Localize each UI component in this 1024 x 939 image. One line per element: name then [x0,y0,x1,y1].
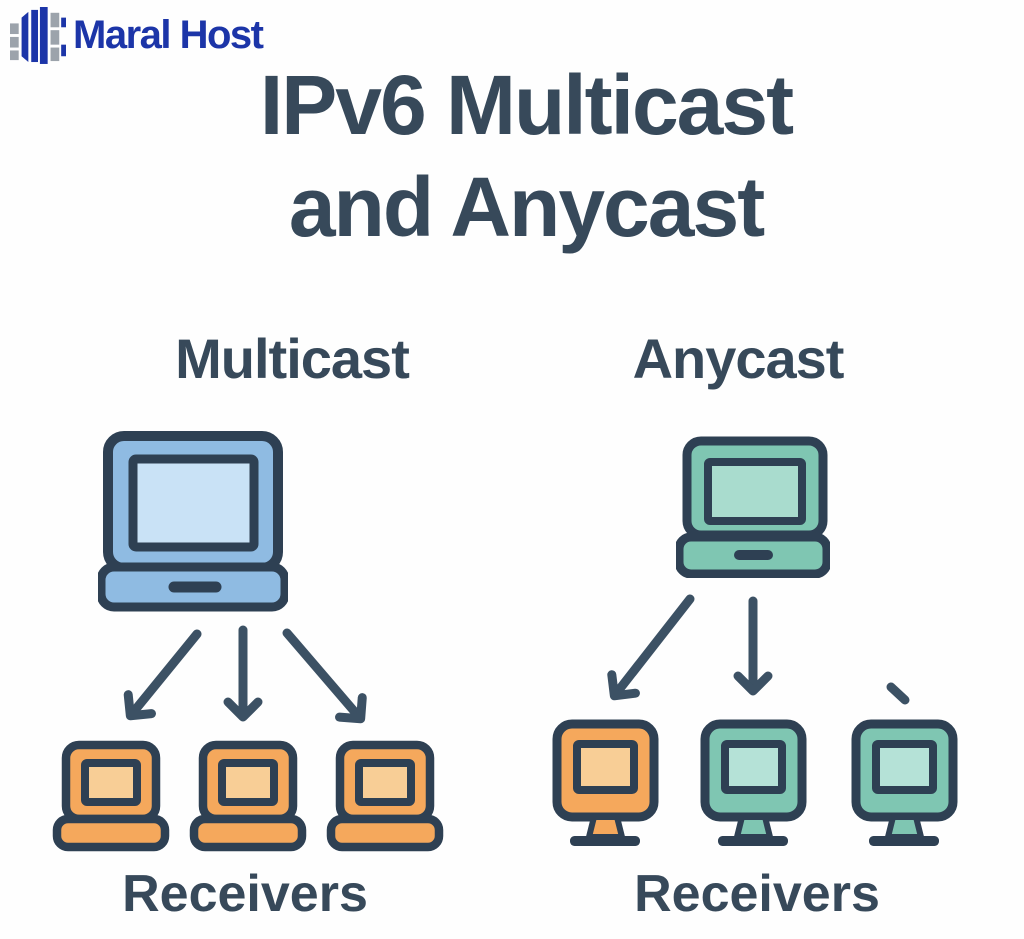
anycast-heading: Anycast [632,327,845,390]
title-line-1: IPv6 Multicast [259,58,794,152]
maral-host-building-icon [10,7,66,64]
brand-name: Maral Host [73,12,264,57]
multicast-receiver-laptop-icon-3 [326,740,444,852]
multicast-receiver-laptop-icon-2 [189,740,307,852]
multicast-heading: Multicast [175,327,410,390]
multicast-receivers-label: Receivers [122,865,368,923]
multicast-receiver-laptop-icon-1 [52,740,170,852]
multicast-sender-laptop-icon [98,431,288,612]
title-line-2: and Anycast [288,160,765,255]
brand-logo: Maral Host [10,6,264,64]
anycast-arrow-stub [886,682,910,705]
anycast-receiver-monitor-icon-3 [851,719,958,846]
anycast-sender-laptop-icon [676,436,830,578]
anycast-receiver-monitor-icon-1 [552,719,659,846]
anycast-receivers-label: Receivers [634,865,880,923]
multicast-arrow-down-left [123,629,202,721]
anycast-receiver-monitor-icon-2 [700,719,807,846]
page-title: IPv6 Multicast and Anycast [26,54,1024,259]
multicast-arrow-down-right [282,628,367,724]
anycast-arrow-down-left [607,594,695,701]
